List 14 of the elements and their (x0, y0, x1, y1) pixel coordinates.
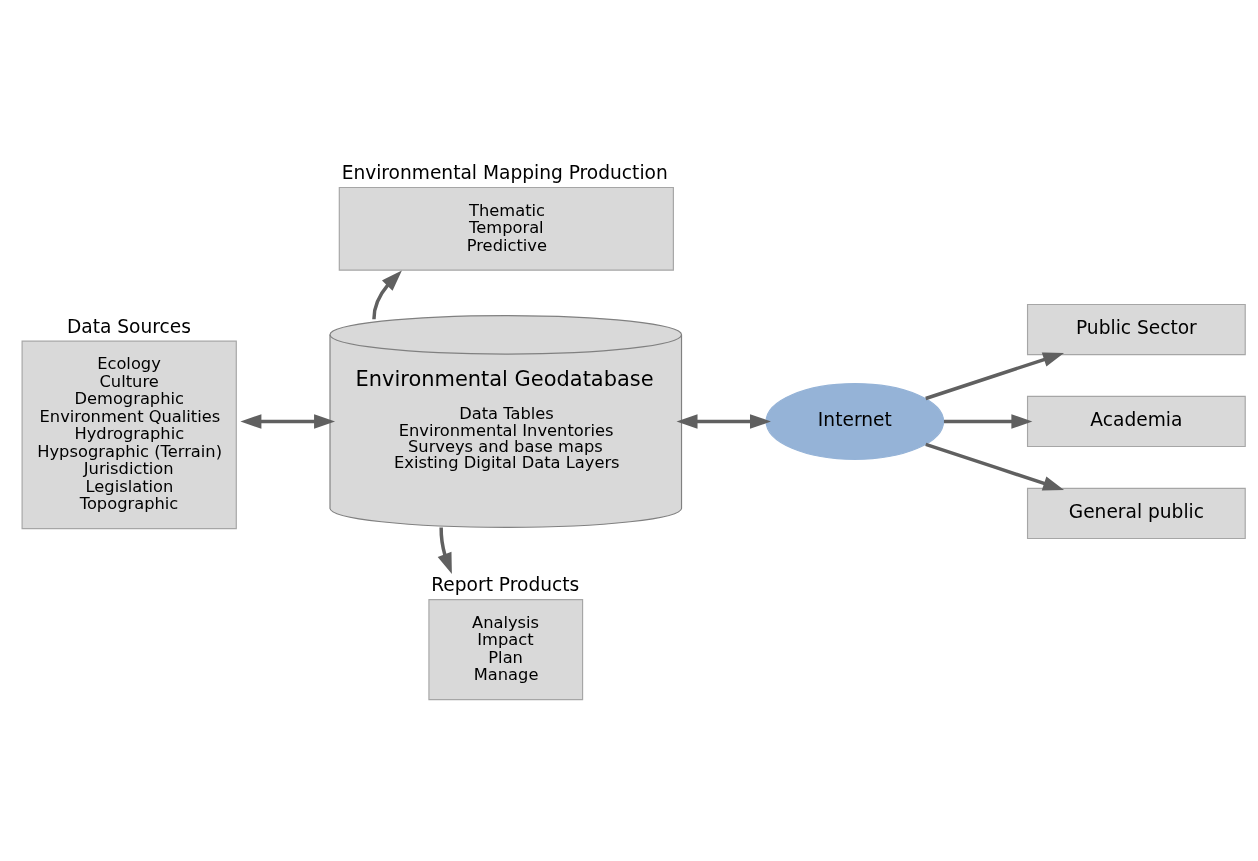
arrow (943, 414, 1033, 429)
arrow (925, 442, 1064, 491)
arrow (437, 527, 452, 575)
node-label: Report Products (431, 574, 580, 596)
arrow (925, 352, 1064, 401)
arrow (676, 414, 771, 429)
node-box: Public Sector (1026, 303, 1246, 356)
node-ellipse: Internet (765, 383, 945, 460)
arrow (240, 414, 336, 429)
node-label: Data Sources (66, 315, 191, 337)
node-box: General public (1026, 487, 1246, 540)
node-label: Environmental Mapping Production (341, 162, 668, 184)
arrow (372, 270, 402, 320)
node-box: Academia (1026, 395, 1246, 448)
